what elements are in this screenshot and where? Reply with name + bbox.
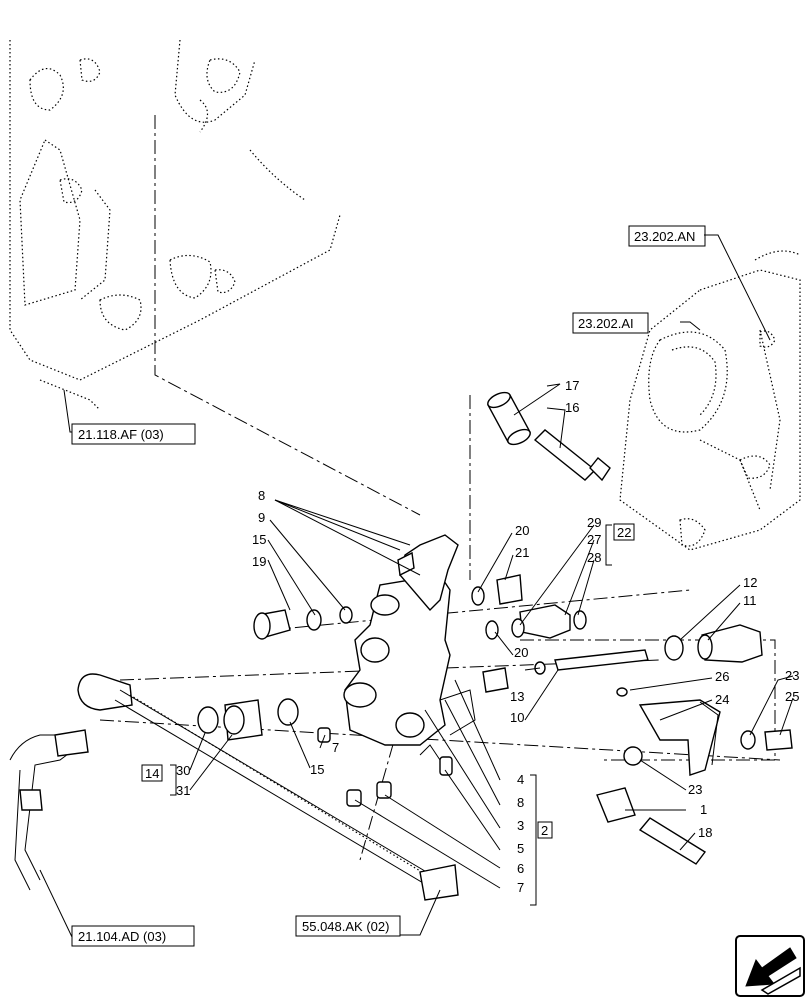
- svg-text:23.202.AN: 23.202.AN: [634, 229, 695, 244]
- callout-9: 9: [258, 510, 265, 525]
- callout-30: 30: [176, 763, 190, 778]
- callout-11: 11: [743, 593, 757, 608]
- callout-1: 1: [700, 802, 707, 817]
- callout-29: 29: [587, 515, 601, 530]
- leader-lines: [39, 234, 794, 938]
- callout-12: 12: [743, 575, 757, 590]
- callout-25: 25: [785, 689, 799, 704]
- callout-20: 20: [515, 523, 529, 538]
- callout-3: 3: [517, 818, 524, 833]
- kit-22: 22: [617, 525, 631, 540]
- ref-21-104-ad[interactable]: 21.104.AD (03): [71, 925, 195, 947]
- callout-8b: 8: [517, 795, 524, 810]
- callout-18: 18: [698, 825, 712, 840]
- kit-14: 14: [145, 766, 159, 781]
- ref-23-202-an[interactable]: 23.202.AN: [628, 225, 706, 247]
- callout-8: 8: [258, 488, 265, 503]
- callout-26: 26: [715, 669, 729, 684]
- callout-21: 21: [515, 545, 529, 560]
- back-arrow-icon[interactable]: [735, 935, 805, 997]
- callout-27: 27: [587, 532, 601, 547]
- pump-assembly: [619, 250, 801, 551]
- callout-24: 24: [715, 692, 729, 707]
- callout-numbers: 17 16 8 9 15 19 20 21 29 27 28 12 11 20 …: [176, 378, 799, 895]
- svg-text:23.202.AI: 23.202.AI: [578, 316, 634, 331]
- transmission-housing: [9, 39, 341, 411]
- right-parts: [471, 574, 763, 693]
- callout-28: 28: [587, 550, 601, 565]
- pipe-assembly: [596, 687, 793, 865]
- reference-boxes: 21.118.AF (03) 23.202.AN 23.202.AI 21.10…: [71, 225, 706, 947]
- callout-4: 4: [517, 772, 524, 787]
- callout-7: 7: [517, 880, 524, 895]
- valve-body: [343, 534, 476, 746]
- svg-text:21.118.AF (03): 21.118.AF (03): [78, 427, 164, 442]
- callout-16: 16: [565, 400, 579, 415]
- callout-15b: 15: [310, 762, 324, 777]
- svg-text:21.104.AD (03): 21.104.AD (03): [78, 929, 166, 944]
- callout-13: 13: [510, 689, 524, 704]
- callout-7b: 7: [332, 740, 339, 755]
- centerlines: [99, 115, 781, 861]
- callout-10: 10: [510, 710, 524, 725]
- kit-boxes: 22 2 14: [141, 523, 635, 839]
- callout-23b: 23: [688, 782, 702, 797]
- callout-15: 15: [252, 532, 266, 547]
- kit-2: 2: [541, 823, 548, 838]
- callout-17: 17: [565, 378, 579, 393]
- callout-20b: 20: [514, 645, 528, 660]
- svg-text:55.048.AK (02): 55.048.AK (02): [302, 919, 389, 934]
- callout-6: 6: [517, 861, 524, 876]
- left-fittings: [197, 606, 353, 743]
- callout-23: 23: [785, 668, 799, 683]
- pipes: [9, 673, 459, 901]
- callout-31: 31: [176, 783, 190, 798]
- callout-5: 5: [517, 841, 524, 856]
- ref-21-118-af[interactable]: 21.118.AF (03): [71, 423, 196, 445]
- sleeve-and-bolt: [487, 391, 611, 482]
- lower-pins: [346, 744, 453, 807]
- ref-23-202-ai[interactable]: 23.202.AI: [572, 312, 649, 334]
- callout-19: 19: [252, 554, 266, 569]
- ref-55-048-ak[interactable]: 55.048.AK (02): [295, 915, 401, 937]
